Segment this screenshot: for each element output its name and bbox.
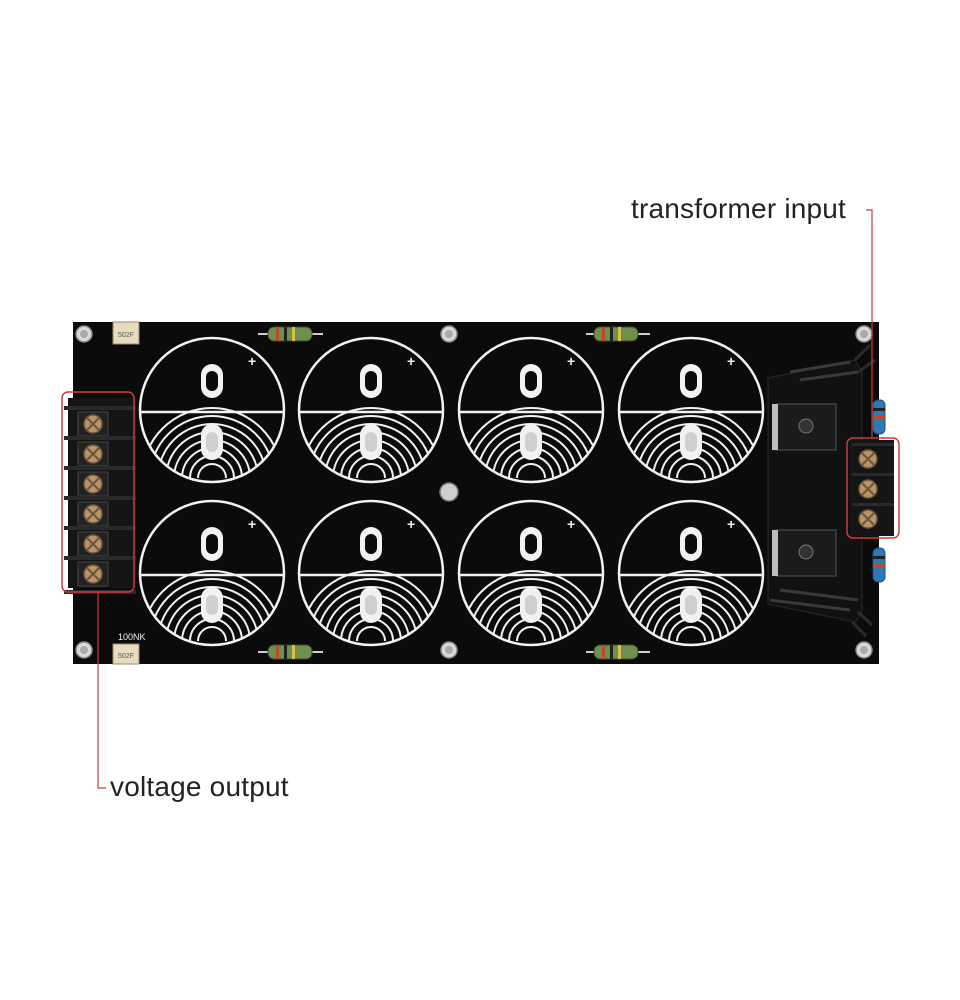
capacitor-footprint: +	[297, 336, 445, 484]
output-terminal-screw	[64, 436, 136, 467]
polarity-plus-label: +	[248, 353, 256, 369]
output-terminal-screw	[64, 406, 136, 437]
blue-resistor-bottom	[872, 547, 886, 583]
trimpot-top-label: 502F	[118, 332, 134, 339]
polarity-plus-label: +	[567, 516, 575, 532]
output-terminal-screw	[64, 556, 136, 587]
input-terminal-block	[850, 440, 894, 536]
bridge-rectifier-bottom	[772, 529, 837, 577]
transformer-input-label: transformer input	[631, 193, 847, 224]
blue-resistor-top	[872, 399, 886, 435]
center-mount-hole	[439, 482, 459, 502]
capacitor-footprint: +	[617, 499, 765, 647]
ntc-silkscreen-label: 100NK	[118, 632, 146, 642]
output-terminal-screw	[64, 526, 136, 557]
input-terminal-screw	[852, 503, 894, 529]
polarity-plus-label: +	[248, 516, 256, 532]
capacitor-footprint: +	[138, 499, 286, 647]
resistor-top-left	[258, 326, 323, 342]
polarity-plus-label: +	[727, 516, 735, 532]
mounting-holes	[75, 325, 873, 659]
capacitor-footprint: +	[138, 336, 286, 484]
input-terminal-screw	[852, 473, 894, 499]
polarity-plus-label: +	[727, 353, 735, 369]
polarity-plus-label: +	[407, 353, 415, 369]
capacitor-footprint: +	[297, 499, 445, 647]
transformer-input-callout-box	[846, 437, 900, 539]
resistor-top-right	[586, 326, 650, 342]
output-terminal-screw	[64, 466, 136, 497]
polarity-plus-label: +	[567, 353, 575, 369]
capacitor-footprint: +	[617, 336, 765, 484]
trimpot-bottom: 502F	[112, 643, 140, 665]
output-terminal-block	[64, 398, 136, 594]
trimpot-top: 502F	[112, 321, 140, 345]
input-terminal-screw	[852, 443, 894, 469]
capacitor-footprints: + + + + + + + +	[138, 336, 765, 647]
trimpot-bottom-label: 502F	[118, 653, 134, 660]
polarity-plus-label: +	[407, 516, 415, 532]
bridge-rectifier-top	[772, 403, 837, 451]
resistor-bottom-left	[258, 644, 323, 660]
voltage-output-label: voltage output	[110, 771, 289, 802]
capacitor-footprint: +	[457, 336, 605, 484]
transformer-input-leader-line	[866, 209, 873, 438]
output-terminal-screw	[64, 496, 136, 527]
voltage-output-leader-line	[97, 592, 106, 789]
capacitor-footprint: +	[457, 499, 605, 647]
resistor-bottom-right	[586, 644, 650, 660]
